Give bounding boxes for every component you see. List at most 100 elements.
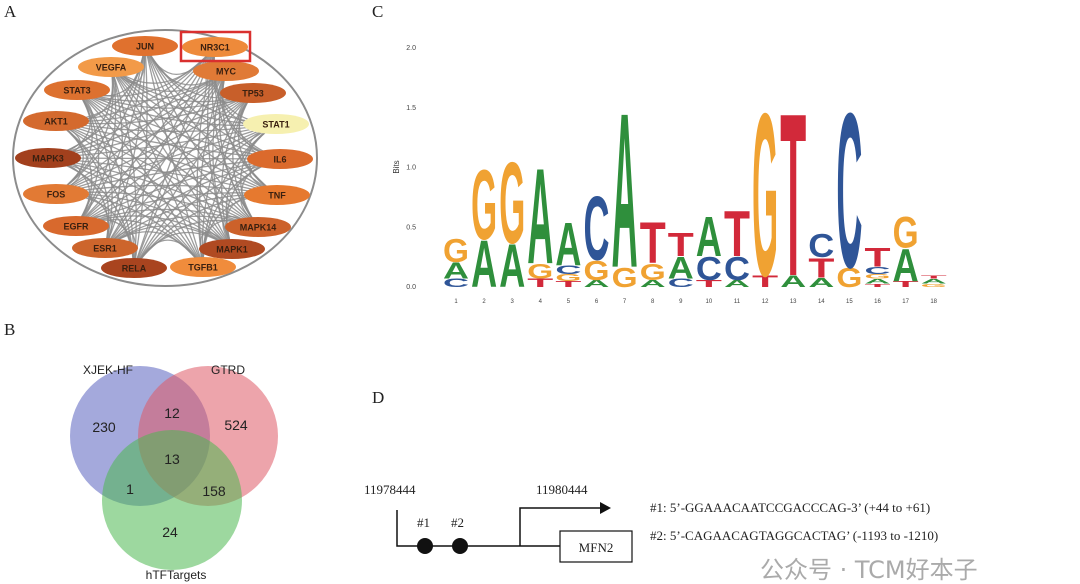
network-edge [76,89,278,196]
logo-letter-A: A [921,277,947,284]
network-edge [110,66,233,250]
logo-letter-T: T [696,278,723,289]
logo-letter-G: G [527,260,553,283]
logo-stack-4: TGA [527,142,553,293]
network-node-mapk1: MAPK1 [199,239,265,259]
network-node-mapk14: MAPK14 [225,217,291,237]
network-edge [76,89,233,250]
logo-letter-C: C [865,265,891,276]
logo-letter-C: C [724,251,750,288]
site1-label: #1 [417,515,430,530]
network-node-fos: FOS [23,184,89,204]
y-tick-label: 1.5 [406,105,416,112]
logo-letter-A: A [584,278,610,289]
logo-stack-1: CAG [443,233,469,290]
network-node-tnf: TNF [244,185,310,205]
logo-letter-G: G [471,149,497,260]
x-tick-label: 12 [762,299,769,305]
logo-letter-C: C [696,251,722,288]
network-edge [76,89,113,249]
logo-stack-10: TCA [696,206,723,289]
network-node-stat3: STAT3 [44,80,110,100]
network-edge [110,66,204,268]
arrow-head-icon [600,502,611,514]
node-label: FOS [47,190,66,200]
logo-letter-A: A [612,67,638,310]
node-label: EGFR [63,222,89,232]
logo-stack-14: ATC [808,228,834,290]
logo-letter-G: G [865,273,891,280]
node-label: VEGFA [96,63,127,73]
panel-label-b: B [4,320,16,339]
network-node-vegfa: VEGFA [78,57,144,77]
venn-label-xjek: XJEK-HF [83,363,133,377]
logo-letter-G: G [584,254,610,286]
venn-count: 1 [126,481,134,497]
watermark: 公众号 · TCM好本子 [760,556,978,584]
node-label: MYC [216,67,237,77]
logo-letter-G: G [893,207,919,257]
logo-letter-A: A [696,206,722,269]
panel-label-a: A [4,2,17,21]
network-edge [110,66,278,196]
logo-letter-A: A [499,231,525,300]
network-edge [75,66,117,227]
node-label: JUN [136,42,154,52]
logo-letter-C: C [836,67,862,310]
logo-letter-A: A [555,210,581,279]
network-edge [55,92,254,195]
logo-letter-G: G [499,139,525,268]
network-edge [201,92,254,268]
network-node-nr3c1: NR3C1 [182,37,248,57]
logo-stack-3: AG [499,139,525,300]
network-edge [110,66,259,228]
node-label: AKT1 [44,117,68,127]
logo-stack-9: CAT [668,227,695,290]
venn-count: 13 [164,451,180,467]
logo-letter-A: A [893,239,919,291]
network-edge [133,45,148,269]
network-edge [144,45,233,250]
network-node-myc: MYC [193,61,259,81]
x-tick-label: 7 [623,299,627,305]
logo-stack-7: GA [612,67,638,310]
logo-letter-A: A [808,275,834,290]
venn-count: 24 [162,524,178,540]
y-tick-label: 0.5 [406,224,416,231]
logo-letter-T: T [527,276,553,289]
x-tick-label: 13 [790,299,797,305]
logo-letter-T: T [808,252,834,284]
x-tick-label: 10 [706,299,713,305]
network-node-jun: JUN [112,36,178,56]
node-label: TNF [268,191,286,201]
logo-letter-A: A [443,258,469,284]
node-label: STAT3 [63,86,90,96]
node-label: RELA [122,264,147,274]
site2-label: #2 [451,515,464,530]
node-label: TGFB1 [188,263,218,273]
node-label: MAPK14 [240,223,277,233]
logo-stack-6: AGC [584,177,610,289]
node-label: STAT1 [262,120,289,130]
logo-stack-18: GAT [921,274,947,288]
site2-sequence: #2: 5’-CAGAACAGTAGGCACTAG’ (-1193 to -12… [650,528,938,543]
venn-diagram: XJEK-HF GTRD hTFTargets 230 524 12 13 1 … [70,363,278,582]
logo-stack-17: TAG [893,207,920,291]
network-edge [75,70,227,227]
node-label: ESR1 [93,244,117,254]
start-coordinate: 11978444 [364,482,416,497]
logo-letter-A: A [865,277,891,284]
logo-letter-G: G [555,272,581,283]
tss-coordinate: 11980444 [536,482,588,497]
logo-stack-11: ACT [724,198,750,289]
x-tick-label: 1 [454,299,458,305]
x-tick-label: 14 [818,299,825,305]
logo-letter-T: T [865,243,891,273]
network-node-rela: RELA [101,258,167,278]
venn-count: 230 [92,419,116,435]
x-tick-label: 11 [734,299,741,305]
logo-letter-T: T [640,212,666,276]
